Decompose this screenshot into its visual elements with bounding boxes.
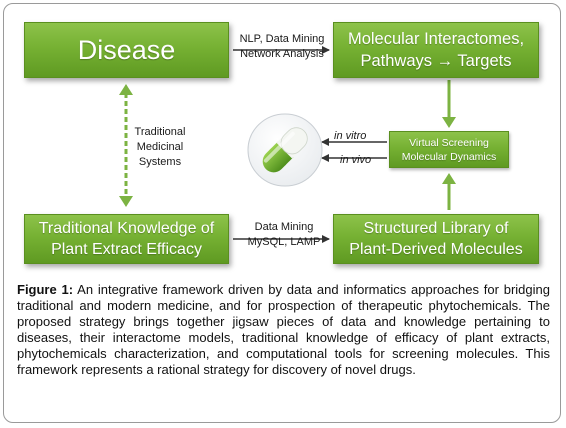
tms-line-3: Systems xyxy=(138,156,182,168)
tms-line-2: Medicinal xyxy=(136,141,184,153)
molecular-line-1: Molecular Interactomes, xyxy=(347,30,525,48)
arrow-traditional-medicinal-systems xyxy=(119,84,133,207)
dm-line-1: Data Mining xyxy=(254,221,314,233)
nlp-line-2: Network Analysis xyxy=(240,48,324,60)
caption-label: Figure 1: xyxy=(17,282,74,297)
structured-line-1: Structured Library of xyxy=(363,220,509,237)
structured-line-2: Plant-Derived Molecules xyxy=(349,241,523,258)
capsule-icon xyxy=(247,113,323,187)
caption-text: An integrative framework driven by data … xyxy=(17,282,550,377)
traditional-knowledge-box: Traditional Knowledge of Plant Extract E… xyxy=(24,214,229,264)
figure-caption: Figure 1: An integrative framework drive… xyxy=(17,282,550,378)
disease-label: Disease xyxy=(77,34,176,65)
arrow-molecular-to-screening xyxy=(442,80,456,128)
virtual-screening-box: Virtual Screening Molecular Dynamics xyxy=(389,131,509,168)
virtual-line-2: Molecular Dynamics xyxy=(401,150,497,163)
traditional-line-1: Traditional Knowledge of xyxy=(38,220,215,237)
nlp-line-1: NLP, Data Mining xyxy=(239,33,325,45)
arrow-library-to-screening xyxy=(442,173,456,210)
disease-box: Disease xyxy=(24,22,229,78)
in-vivo-label: in vivo xyxy=(340,154,372,166)
in-vitro-label: in vitro xyxy=(334,130,367,142)
traditional-line-2: Plant Extract Efficacy xyxy=(51,241,202,258)
structured-library-box: Structured Library of Plant-Derived Mole… xyxy=(333,214,539,264)
molecular-line-2: Pathways → Targets xyxy=(360,52,512,70)
virtual-line-1: Virtual Screening xyxy=(409,136,489,149)
nlp-label: NLP, Data Mining Network Analysis xyxy=(236,32,328,62)
tms-line-1: Traditional xyxy=(134,126,186,138)
data-mining-label: Data Mining MySQL, LAMP xyxy=(241,220,327,250)
dm-line-2: MySQL, LAMP xyxy=(247,236,321,248)
traditional-medicinal-systems-label: Traditional Medicinal Systems xyxy=(120,125,200,170)
molecular-interactomes-box: Molecular Interactomes, Pathways → Targe… xyxy=(333,22,539,78)
